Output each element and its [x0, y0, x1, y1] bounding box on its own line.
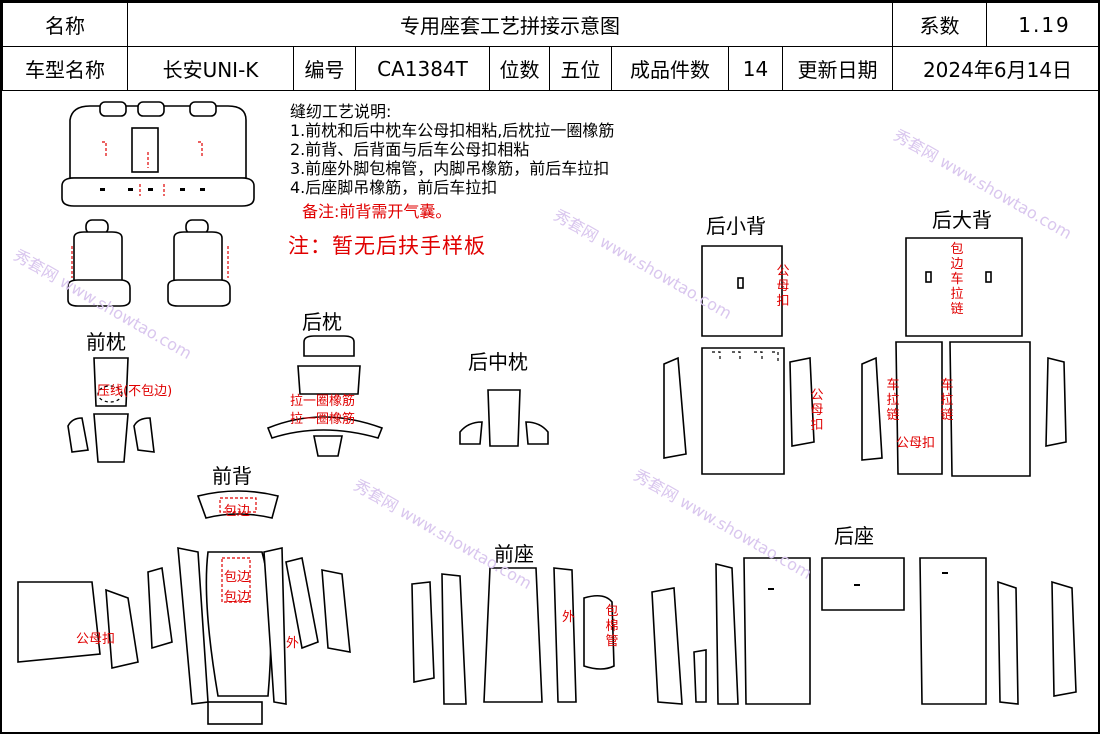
annotation-outer-side: 外 [562, 606, 575, 625]
note-item: 4.后座脚吊橡筋，前后车拉扣 [290, 178, 614, 197]
annotation-snap: 公母扣 [776, 264, 790, 309]
annotation-zipper: 车拉链 [940, 378, 954, 423]
rear-large-back-pieces [862, 238, 1066, 476]
rear-center-headrest-pieces [460, 390, 548, 446]
part-label-rear-large-back: 后大背 [932, 204, 992, 233]
note-item: 2.前背、后背面与后车公母扣相粘 [290, 140, 614, 159]
annotation-snap: 公母扣 [810, 388, 824, 433]
front-headrest-pieces [68, 358, 154, 462]
remark-airbag: 备注:前背需开气囊。 [302, 198, 451, 222]
part-label-rear-headrest: 后枕 [302, 306, 342, 335]
notes-heading: 缝纫工艺说明: [290, 102, 614, 121]
rear-small-back-pieces [664, 246, 814, 474]
annotation-stitch-no-edge: 压线(不包边) [97, 380, 172, 399]
note-item: 3.前座外脚包棉管，内脚吊橡筋，前后车拉扣 [290, 159, 614, 178]
rear-bench-overview [62, 102, 254, 206]
rear-seat-pieces [652, 558, 1076, 704]
front-seat-overview-left [68, 220, 130, 306]
annotation-snap: 公母扣 [896, 432, 935, 451]
annotation-zipper: 车拉链 [886, 378, 900, 423]
annotation-elastic-loop: 拉一圈橡筋 [290, 390, 355, 409]
annotation-edge-binding: 包边 [224, 586, 250, 605]
front-seat-pieces [412, 568, 614, 704]
part-label-rear-center-headrest: 后中枕 [468, 346, 528, 375]
part-label-front-back: 前背 [212, 460, 252, 489]
front-back-pieces [18, 491, 350, 724]
note-item: 1.前枕和后中枕车公母扣相粘,后枕拉一圈橡筋 [290, 121, 614, 140]
annotation-edge-binding: 包边 [224, 566, 250, 585]
annotation-zipper-edge: 包边车拉链 [950, 242, 964, 317]
part-label-rear-small-back: 后小背 [706, 210, 766, 239]
annotation-edge-binding: 包边 [224, 500, 250, 519]
part-label-rear-seat: 后座 [834, 520, 874, 549]
sewing-notes: 缝纫工艺说明: 1.前枕和后中枕车公母扣相粘,后枕拉一圈橡筋 2.前背、后背面与… [290, 102, 614, 197]
annotation-outer-side: 外 [286, 632, 299, 651]
part-label-front-headrest: 前枕 [86, 326, 126, 355]
warning-no-armrest: 注：暂无后扶手样板 [288, 230, 486, 260]
part-label-front-seat: 前座 [494, 538, 534, 567]
annotation-snap: 公母扣 [76, 628, 115, 647]
annotation-cotton-tube: 包棉管 [605, 604, 619, 649]
front-seat-overview-right [168, 220, 230, 306]
annotation-elastic-loop: 拉一圈橡筋 [290, 408, 355, 427]
